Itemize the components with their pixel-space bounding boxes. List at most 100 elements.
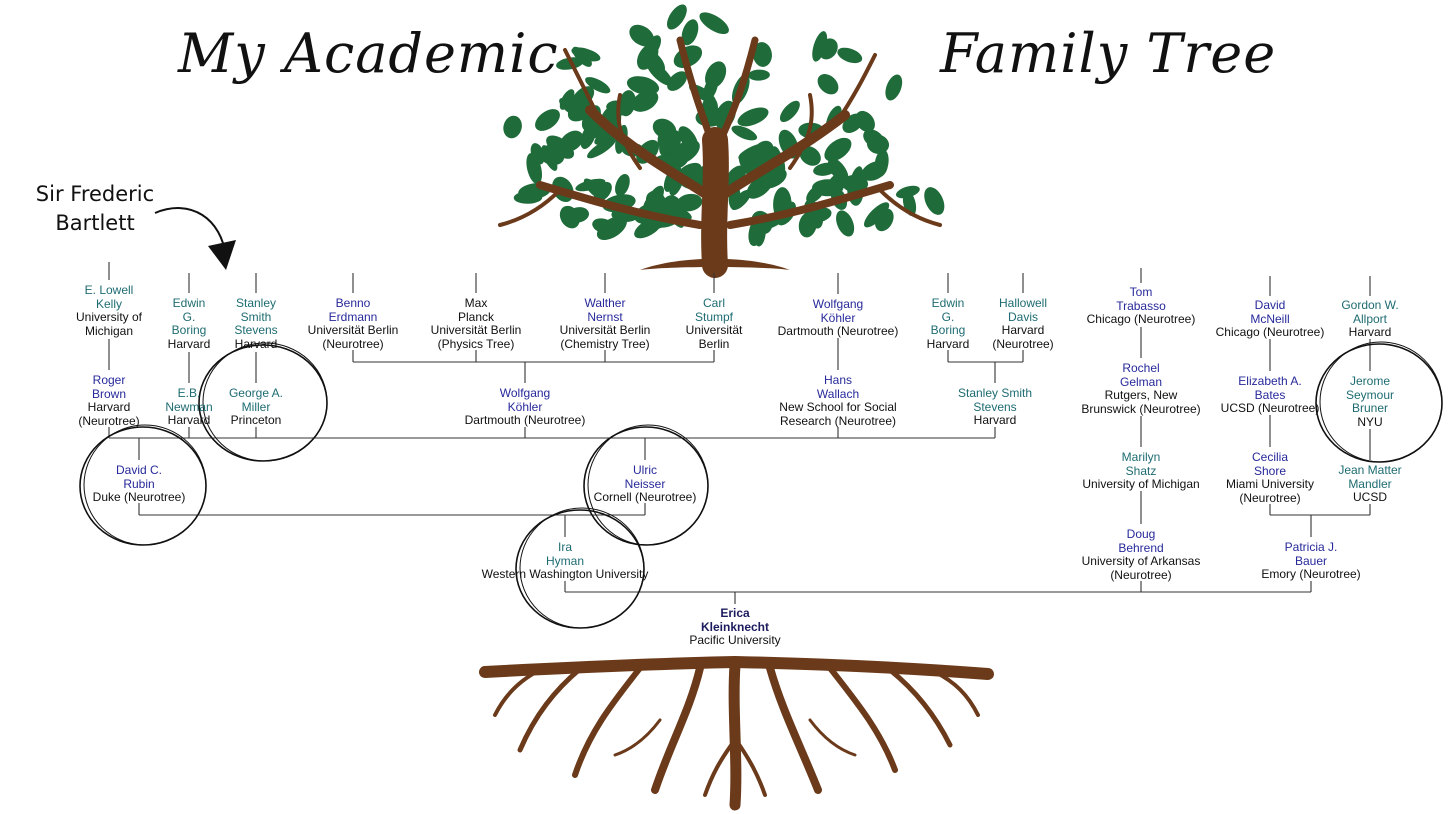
leaf (681, 19, 699, 46)
title-right: Family Tree (940, 22, 1277, 85)
node-name: Boring (171, 323, 207, 338)
node-affiliation: Chicago (Neurotree) (1086, 312, 1196, 327)
node-name: Patricia J. (1284, 540, 1338, 554)
node-affiliation: (Neurotree) (78, 413, 140, 428)
node-affiliation: (Neurotree) (322, 336, 384, 351)
node-affiliation: Cornell (Neurotree) (593, 490, 697, 505)
node-name: Köhler (820, 310, 856, 325)
node-affiliation: University of (75, 310, 143, 325)
branch (676, 36, 719, 154)
node-affiliation: Research (Neurotree) (779, 413, 897, 428)
branch (788, 93, 814, 170)
leaf (615, 173, 630, 197)
leaf (513, 191, 543, 204)
node-affiliation: Western Washington University (481, 567, 649, 582)
node-affiliation: Chicago (Neurotree) (1215, 325, 1325, 340)
leaf (885, 74, 903, 101)
node-affiliation: Harvard (167, 413, 211, 428)
node-affiliation: UCSD (Neurotree) (1220, 401, 1320, 416)
node-name: Ulric (632, 463, 657, 477)
roots-icon (479, 655, 994, 811)
node-name: Planck (457, 309, 495, 324)
leaf (737, 107, 769, 127)
circle-miller-stroke-2 (202, 342, 328, 462)
node-name: Max (464, 296, 488, 310)
node-name: David (1254, 298, 1286, 312)
node-affiliation: Brunswick (Neurotree) (1081, 401, 1201, 416)
leaf (836, 210, 855, 237)
trunk-icon (498, 36, 942, 278)
node-affiliation: NYU (1357, 414, 1383, 429)
branch (498, 188, 562, 227)
node-name: Jerome (1349, 374, 1390, 388)
node-name: Tom (1129, 285, 1153, 299)
leaf (634, 217, 663, 239)
leaf (631, 90, 659, 112)
node-affiliation: Harvard (1001, 323, 1045, 338)
node-name: Shatz (1125, 463, 1157, 478)
leaf (924, 187, 945, 215)
leaf (676, 193, 703, 212)
branch (726, 181, 894, 229)
branch (878, 188, 942, 227)
node-name: Wolfgang (812, 297, 864, 311)
leaf (861, 161, 888, 181)
leaf (583, 178, 604, 200)
node-name: Allport (1352, 311, 1388, 326)
node-affiliation: University of Michigan (1082, 477, 1200, 492)
node-affiliation: Dartmouth (Neurotree) (777, 324, 899, 339)
leaf (629, 24, 655, 47)
node-name: Kelly (95, 296, 122, 311)
node-affiliation: Rutgers, New (1104, 388, 1178, 403)
bartlett-annotation: Sir Frederic Bartlett (20, 180, 170, 238)
node-affiliation: Harvard (973, 413, 1017, 428)
leaf (539, 145, 565, 166)
leaf (596, 216, 627, 241)
node-name: Elizabeth A. (1238, 374, 1302, 388)
root (766, 664, 822, 794)
arrow-head-icon (208, 240, 236, 270)
node-name: David C. (115, 463, 163, 477)
node-affiliation: (Neurotree) (1239, 490, 1301, 505)
node-name: Benno (335, 296, 371, 310)
root (887, 667, 953, 748)
node-name: Köhler (507, 399, 543, 414)
root (572, 665, 643, 778)
node-affiliation: Harvard (926, 336, 970, 351)
node-name: Walther (584, 296, 626, 310)
node-name: Stanley Smith (957, 386, 1033, 400)
leaf (587, 138, 616, 159)
node-name: Behrend (1118, 540, 1164, 555)
leaf (652, 118, 677, 139)
node-name: Stevens (234, 323, 278, 338)
root (827, 665, 898, 773)
node-name: Nernst (587, 309, 623, 324)
node-affiliation: (Physics Tree) (437, 336, 515, 351)
leaf (559, 130, 584, 152)
node-name: Seymour (1345, 387, 1395, 402)
node-name: Kleinknecht (700, 619, 770, 634)
branch (563, 48, 602, 122)
leaf (535, 109, 560, 131)
node-name: Rochel (1122, 361, 1160, 375)
node-name: Erica (720, 606, 750, 620)
node-affiliation: Universität (685, 323, 743, 338)
root (493, 668, 542, 717)
